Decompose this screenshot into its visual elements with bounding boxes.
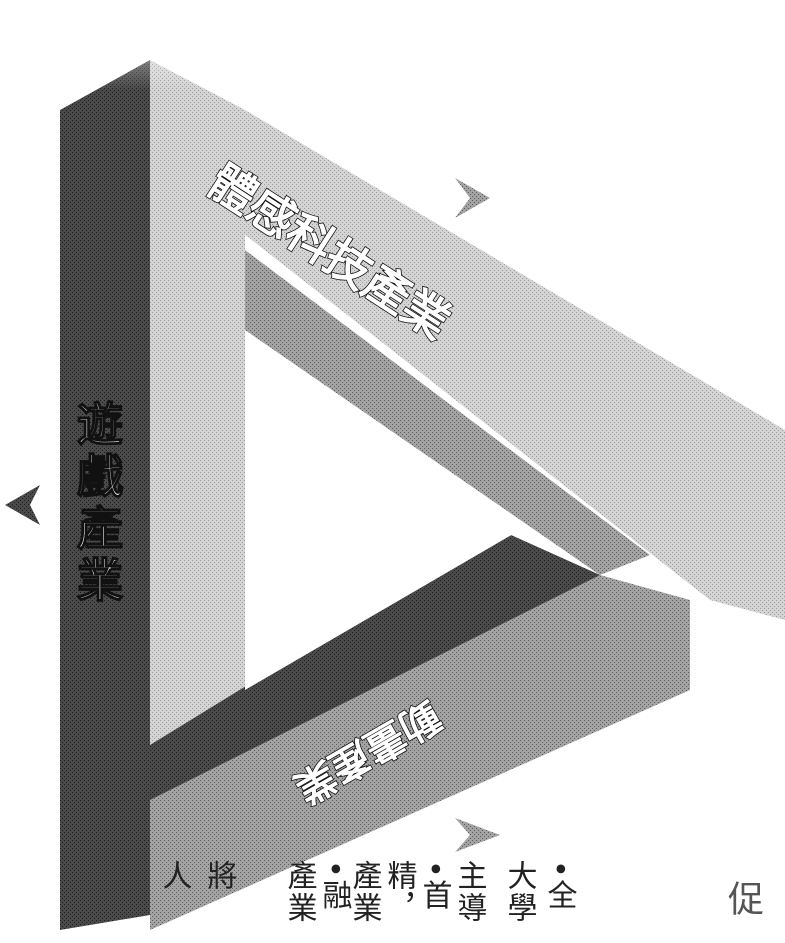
text-column: 產業 xyxy=(346,860,382,924)
left-bar-light-face xyxy=(150,60,245,745)
text-column: •全 xyxy=(541,860,577,912)
bottom-bar-mid-face xyxy=(150,575,690,930)
top-bar-light-face xyxy=(150,110,785,620)
corner-character: 促 xyxy=(722,880,763,918)
text-column: •融 xyxy=(316,860,352,912)
bottom-bar-dark-face xyxy=(150,530,600,800)
inner-triangle xyxy=(245,340,520,690)
top-bar-mid-face xyxy=(245,250,650,575)
bottom-text-block: •全 大學 主導 •首 精， 產業 •融 產業 將 人 xyxy=(140,860,580,943)
left-bar-dark-face xyxy=(60,60,150,930)
arrow-bottom xyxy=(455,818,500,852)
left-bar-label: 遊戲產業 xyxy=(69,399,124,608)
text-column: 主導 xyxy=(451,860,487,924)
text-column: 精， xyxy=(381,860,417,924)
arrow-right-top xyxy=(455,178,490,218)
text-column: •首 xyxy=(416,860,452,912)
text-column: 產業 xyxy=(281,860,317,924)
text-column: 將 xyxy=(201,860,237,892)
text-column: 大學 xyxy=(501,860,537,924)
text-column: 人 xyxy=(156,860,192,892)
arrow-left-middle xyxy=(5,485,40,525)
